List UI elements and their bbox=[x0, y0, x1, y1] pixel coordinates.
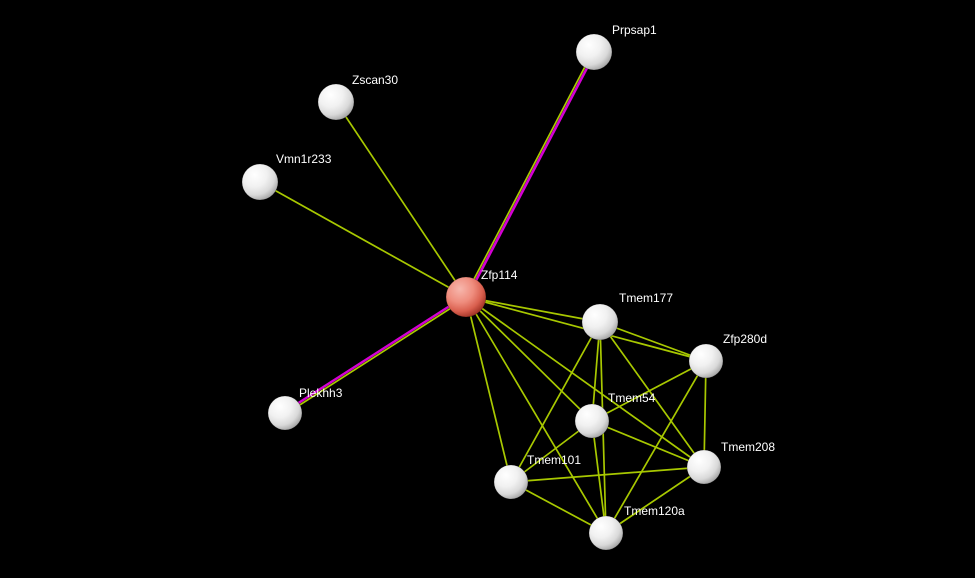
protein-sphere bbox=[267, 395, 303, 431]
edge-strand bbox=[599, 321, 705, 468]
edge-Zfp114-Tmem54[interactable] bbox=[465, 296, 593, 422]
protein-sphere bbox=[241, 163, 279, 201]
edge-strand bbox=[259, 181, 467, 298]
node-label-Plekhh3: Plekhh3 bbox=[299, 386, 343, 400]
edge-strand bbox=[464, 50, 594, 298]
edge-Zfp114-Tmem177[interactable] bbox=[465, 296, 601, 323]
protein-sphere bbox=[575, 33, 613, 71]
protein-sphere bbox=[686, 449, 722, 485]
edge-Zfp114-Zscan30[interactable] bbox=[335, 101, 467, 298]
node-label-Tmem101: Tmem101 bbox=[527, 453, 581, 467]
edge-strand bbox=[591, 360, 707, 422]
node-label-Tmem208: Tmem208 bbox=[721, 440, 775, 454]
edge-strand bbox=[465, 296, 512, 483]
protein-sphere bbox=[688, 343, 724, 379]
node-Vmn1r233[interactable] bbox=[241, 163, 279, 201]
edge-strand bbox=[284, 297, 468, 415]
edge-strand bbox=[510, 466, 705, 483]
edge-Zfp114-Vmn1r233[interactable] bbox=[259, 181, 467, 298]
edge-Tmem54-Tmem120a[interactable] bbox=[591, 420, 607, 534]
node-Zfp114[interactable] bbox=[445, 276, 487, 318]
edge-strand bbox=[465, 296, 705, 468]
edge-Tmem177-Tmem208[interactable] bbox=[599, 321, 705, 468]
node-label-Tmem54: Tmem54 bbox=[608, 391, 656, 405]
edge-strand bbox=[591, 420, 607, 534]
node-label-Tmem177: Tmem177 bbox=[619, 291, 673, 305]
node-label-Prpsap1: Prpsap1 bbox=[612, 23, 657, 37]
protein-sphere bbox=[588, 515, 624, 551]
node-label-Tmem120a: Tmem120a bbox=[624, 504, 685, 518]
edge-strand bbox=[283, 294, 467, 414]
edge-strand bbox=[605, 466, 705, 534]
edge-strand bbox=[510, 481, 607, 534]
edge-strand bbox=[465, 296, 593, 422]
node-Tmem208[interactable] bbox=[686, 449, 722, 485]
node-Plekhh3[interactable] bbox=[267, 395, 303, 431]
edge-Tmem101-Tmem208[interactable] bbox=[510, 466, 705, 483]
node-layer: Prpsap1Zscan30Vmn1r233Zfp114Tmem177Zfp28… bbox=[241, 23, 775, 551]
edge-strand bbox=[335, 101, 467, 298]
edge-Tmem54-Tmem208[interactable] bbox=[591, 420, 705, 468]
node-label-Vmn1r233: Vmn1r233 bbox=[276, 152, 332, 166]
edge-Zfp114-Tmem208[interactable] bbox=[465, 296, 705, 468]
protein-sphere bbox=[581, 303, 619, 341]
edge-Tmem120a-Tmem208[interactable] bbox=[605, 466, 705, 534]
edge-Zfp280d-Tmem54[interactable] bbox=[591, 360, 707, 422]
edge-Zfp114-Prpsap1[interactable] bbox=[464, 50, 597, 299]
edge-Zfp280d-Tmem208[interactable] bbox=[703, 360, 707, 468]
node-Zfp280d[interactable] bbox=[688, 343, 724, 379]
node-label-Zfp114: Zfp114 bbox=[481, 268, 518, 282]
edge-Zfp114-Tmem120a[interactable] bbox=[465, 296, 607, 534]
node-Prpsap1[interactable] bbox=[575, 33, 613, 71]
edge-Zfp114-Tmem101[interactable] bbox=[465, 296, 512, 483]
node-label-Zfp280d: Zfp280d bbox=[723, 332, 767, 346]
edge-strand bbox=[591, 420, 705, 468]
node-Tmem54[interactable] bbox=[574, 403, 610, 439]
edge-Tmem177-Tmem101[interactable] bbox=[510, 321, 601, 483]
edge-Tmem101-Tmem120a[interactable] bbox=[510, 481, 607, 534]
edge-Tmem177-Zfp280d[interactable] bbox=[599, 321, 707, 362]
protein-sphere bbox=[574, 403, 610, 439]
protein-sphere bbox=[493, 464, 529, 500]
edge-strand bbox=[465, 296, 607, 534]
node-Zscan30[interactable] bbox=[317, 83, 355, 121]
edge-strand bbox=[465, 51, 597, 299]
edge-Zfp114-Plekhh3[interactable] bbox=[283, 294, 468, 415]
edge-strand bbox=[703, 360, 707, 468]
node-Tmem120a[interactable] bbox=[588, 515, 624, 551]
node-label-Zscan30: Zscan30 bbox=[352, 73, 398, 87]
node-Tmem177[interactable] bbox=[581, 303, 619, 341]
edge-strand bbox=[599, 321, 707, 362]
edge-strand bbox=[465, 296, 601, 323]
node-Tmem101[interactable] bbox=[493, 464, 529, 500]
edge-strand bbox=[510, 321, 601, 483]
protein-sphere bbox=[317, 83, 355, 121]
protein-sphere bbox=[445, 276, 487, 318]
